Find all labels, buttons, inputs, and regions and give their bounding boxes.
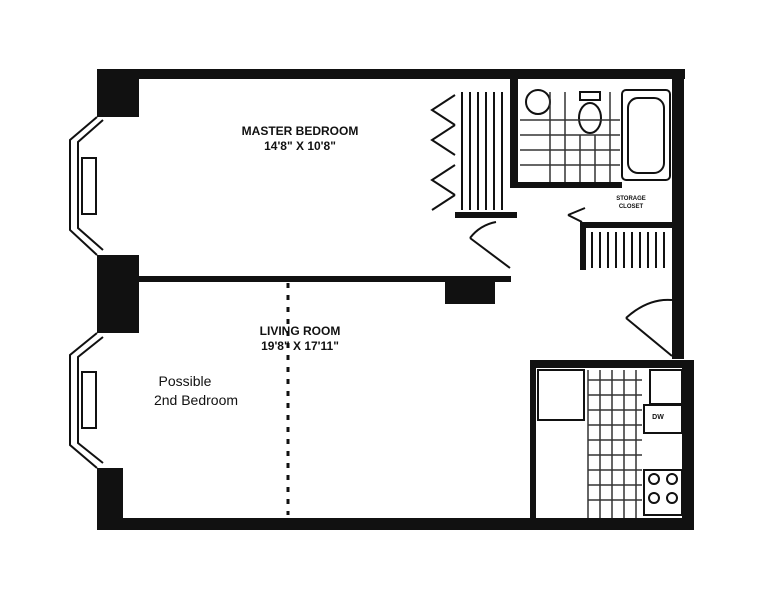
pier-bottom-left — [97, 468, 123, 528]
stove — [643, 469, 683, 516]
kitchen-wall-left — [530, 360, 536, 520]
bath-tile-floor — [520, 92, 620, 182]
living-room-dims: 19'8" X 17'11" — [261, 339, 339, 353]
closet-wall — [455, 212, 517, 218]
possible-label: Possible — [158, 373, 212, 389]
dishwasher-label: DW — [652, 414, 664, 421]
kitchen-sink — [649, 369, 683, 405]
living-room-label: LIVING ROOM — [259, 324, 341, 338]
dishwasher — [643, 404, 683, 434]
pier-top-left — [97, 69, 139, 117]
radiator-lower — [81, 371, 97, 429]
bedroom-door — [469, 221, 511, 269]
bay-window-upper — [69, 116, 104, 256]
pier-mid-left — [97, 255, 139, 333]
bath-wall-bottom — [510, 182, 622, 188]
entry-door — [625, 298, 673, 357]
kitchen-counter — [537, 369, 585, 421]
bay-window-lower — [69, 332, 104, 469]
sink — [525, 89, 551, 115]
wall-right-upper — [672, 69, 684, 359]
radiator-upper — [81, 157, 97, 215]
closet-label: CLOSET — [618, 204, 644, 210]
master-bedroom-dims: 14'8" X 10'8" — [264, 139, 336, 153]
storage-label: STORAGE — [616, 196, 646, 202]
master-bedroom-label: MASTER BEDROOM — [241, 124, 359, 138]
column — [445, 282, 495, 304]
kitchen-tile-floor — [587, 370, 642, 518]
toilet — [578, 102, 602, 134]
closet-shelving — [461, 92, 665, 268]
bathtub — [621, 89, 671, 181]
second-bedroom-label: 2nd Bedroom — [153, 392, 239, 408]
wall-top — [97, 69, 685, 79]
wall-right-kitchen — [682, 360, 694, 530]
bifold-door — [430, 94, 456, 211]
bedroom-divider-wall — [139, 276, 511, 282]
bath-wall-left — [510, 79, 518, 187]
linen-closet — [580, 222, 674, 228]
kitchen-wall-top — [530, 360, 694, 368]
wall-bottom — [97, 518, 694, 530]
